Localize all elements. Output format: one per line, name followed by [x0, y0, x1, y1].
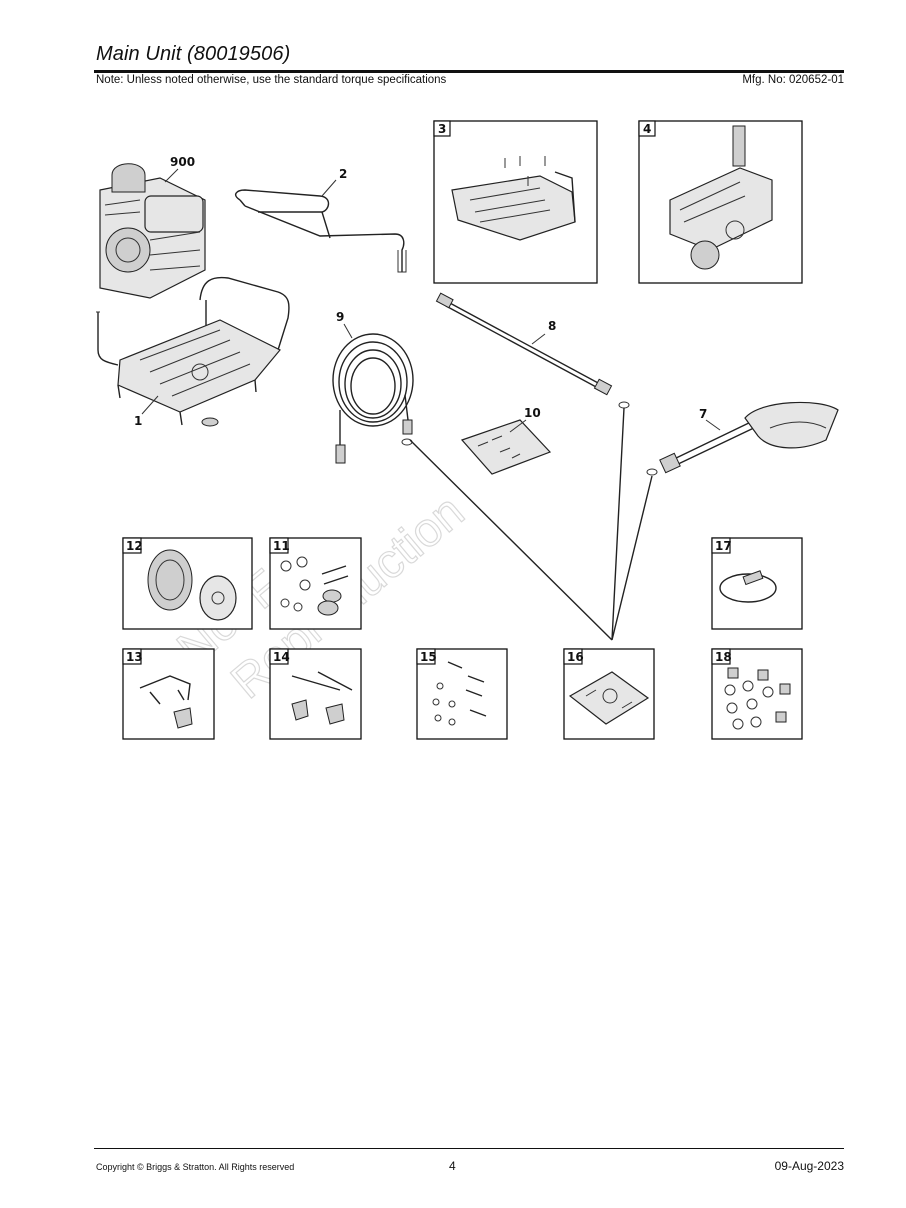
box-17: 17: [711, 537, 803, 630]
copyright: Copyright © Briggs & Stratton. All Right…: [96, 1162, 295, 1172]
box-15-number: 15: [420, 650, 437, 664]
wand-illustration: [435, 292, 630, 409]
box-4-number: 4: [643, 122, 651, 136]
footer-rule: [94, 1148, 844, 1149]
box-12: 12: [122, 537, 253, 630]
mfg-number: Mfg. No: 020652-01: [742, 74, 844, 86]
torque-note: Note: Unless noted otherwise, use the st…: [96, 74, 447, 86]
callout-7: 7: [699, 407, 707, 421]
box-4: 4: [638, 120, 803, 284]
box-3-number: 3: [438, 122, 446, 136]
page-number: 4: [449, 1159, 456, 1173]
box-12-number: 12: [126, 539, 143, 553]
box-16: 16: [563, 648, 655, 740]
engine-illustration: [99, 163, 206, 299]
box-11-number: 11: [273, 539, 290, 553]
box-15: 15: [416, 648, 508, 740]
header-rule: [94, 70, 844, 73]
callout-10: 10: [524, 406, 541, 420]
callout-2: 2: [339, 167, 347, 181]
nozzle-kit-illustration: [460, 419, 552, 475]
box-3: 3: [433, 120, 598, 284]
callout-9: 9: [336, 310, 344, 324]
box-11: 11: [269, 537, 362, 630]
callout-900: 900: [170, 155, 195, 169]
leader-lines-to-16: [409, 407, 653, 641]
callout-8: 8: [548, 319, 556, 333]
box-18-number: 18: [715, 650, 732, 664]
box-14: 14: [269, 648, 362, 740]
hose-illustration: [332, 333, 414, 464]
handle-illustration: [235, 189, 407, 273]
spray-gun-illustration: [646, 401, 839, 476]
page-title: Main Unit (80019506): [96, 43, 291, 65]
print-date: 09-Aug-2023: [774, 1159, 844, 1173]
box-18: 18: [711, 648, 803, 740]
callout-1: 1: [134, 414, 142, 428]
box-17-number: 17: [715, 539, 732, 553]
frame-illustration: [96, 276, 290, 427]
box-13-number: 13: [126, 650, 143, 664]
box-14-number: 14: [273, 650, 290, 664]
box-13: 13: [122, 648, 215, 740]
box-16-number: 16: [567, 650, 584, 664]
